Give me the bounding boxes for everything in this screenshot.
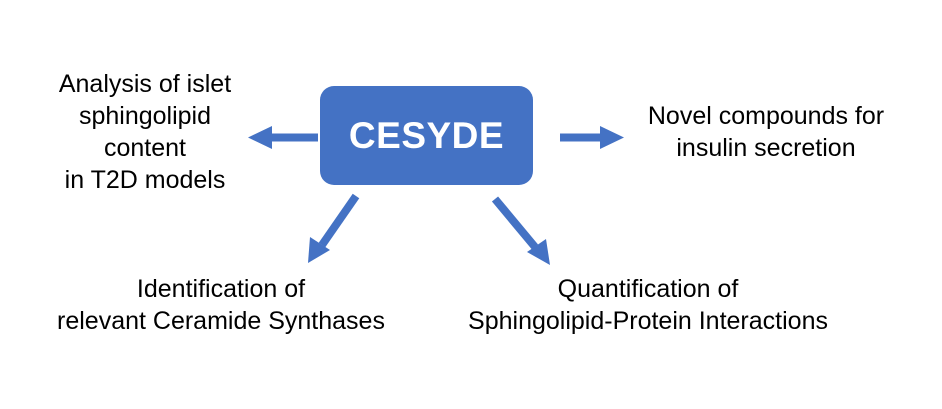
center-node[interactable]: CESYDE: [320, 86, 533, 185]
arrow-down-left: [308, 193, 360, 263]
branch-label-bottom-right: Quantification of Sphingolipid-Protein I…: [468, 275, 828, 335]
arrow-down-right: [491, 196, 550, 265]
branch-label-left: Analysis of islet sphingolipid content i…: [58, 70, 232, 194]
branch-label-right: Novel compounds for insulin secretion: [647, 102, 885, 162]
center-node-label: CESYDE: [348, 115, 505, 156]
branch-label-bottom-left: Identification of relevant Ceramide Synt…: [57, 275, 385, 335]
arrow-left: [248, 126, 318, 149]
arrow-right: [560, 126, 624, 149]
